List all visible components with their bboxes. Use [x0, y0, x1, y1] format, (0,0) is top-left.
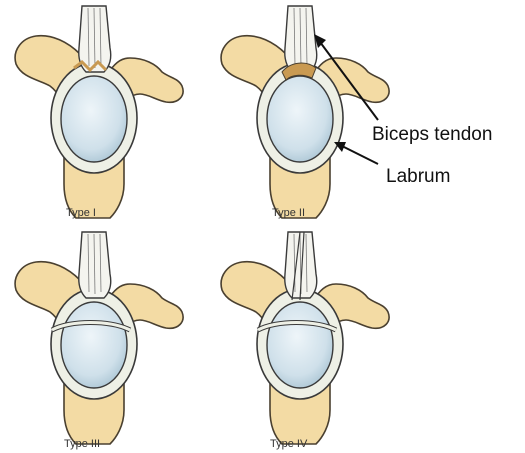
panel-label-type-2: Type II [272, 207, 305, 219]
panel-type-4: Type IV [221, 232, 389, 450]
panel-type-1: Type I [15, 6, 183, 219]
callout-biceps-tendon: Biceps tendon [372, 124, 492, 145]
callout-labrum: Labrum [386, 166, 450, 187]
panel-label-type-1: Type I [66, 207, 96, 219]
panel-type-3: Type III [15, 232, 183, 450]
panel-label-type-4: Type IV [270, 438, 308, 450]
panel-type-2: Type II [221, 6, 389, 219]
panel-label-type-3: Type III [64, 438, 100, 450]
